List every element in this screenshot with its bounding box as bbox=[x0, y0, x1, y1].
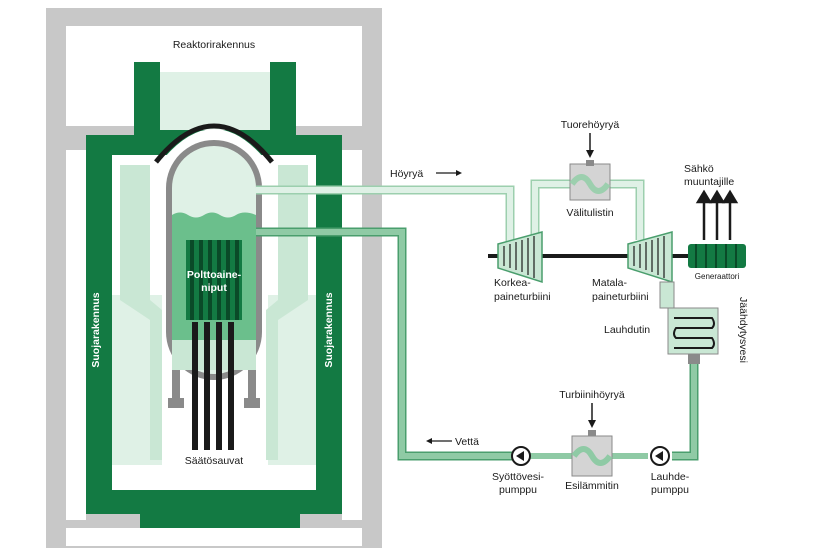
live-steam-arrow-icon bbox=[586, 133, 594, 158]
preheater bbox=[571, 430, 613, 477]
label-fuel-bundles-1: Polttoaine- bbox=[187, 269, 242, 281]
label-control-rods: Säätösauvat bbox=[185, 455, 243, 467]
label-lp-turbine-1: Matala- bbox=[592, 277, 628, 289]
label-hp-turbine-2: paineturbiini bbox=[494, 291, 551, 303]
water-arrow-icon bbox=[426, 438, 452, 444]
label-lp-turbine-2: paineturbiini bbox=[592, 291, 649, 303]
turbine-steam-arrow-icon bbox=[588, 403, 596, 428]
condenser bbox=[659, 281, 719, 364]
label-fuel-bundles-2: niput bbox=[201, 282, 227, 294]
label-feedwater-pump-1: Syöttövesi- bbox=[492, 471, 544, 483]
steam-arrow-icon bbox=[436, 170, 462, 176]
label-electricity-2: muuntajille bbox=[684, 176, 734, 188]
generator bbox=[688, 244, 746, 268]
label-live-steam: Tuorehöyryä bbox=[561, 119, 620, 131]
control-rods bbox=[192, 322, 234, 450]
reactor-vessel bbox=[154, 123, 274, 380]
label-condensate-pump-1: Lauhde- bbox=[651, 471, 690, 483]
label-cooling-water: Jäähdytysvesi bbox=[737, 297, 749, 363]
label-feedwater-pump-2: pumppu bbox=[499, 484, 537, 496]
feedwater-pump bbox=[511, 446, 531, 466]
label-condensate-pump-2: pumppu bbox=[651, 484, 689, 496]
reheater bbox=[569, 160, 611, 201]
label-hp-turbine-1: Korkea- bbox=[494, 277, 531, 289]
steam-pipe bbox=[256, 179, 645, 242]
label-preheater: Esilämmitin bbox=[565, 480, 619, 492]
label-generator: Generaattori bbox=[695, 272, 740, 281]
label-containment-right: Suojarakennus bbox=[323, 292, 335, 367]
condensate-pump bbox=[650, 446, 670, 466]
label-steam: Höyryä bbox=[390, 168, 423, 180]
label-condenser: Lauhdutin bbox=[604, 324, 650, 336]
label-reactor-building: Reaktorirakennus bbox=[173, 39, 255, 51]
water-pipe bbox=[256, 227, 699, 461]
hp-turbine bbox=[497, 231, 543, 284]
label-turbine-steam: Turbiinihöyryä bbox=[559, 389, 625, 401]
label-containment-left: Suojarakennus bbox=[90, 292, 102, 367]
lp-turbine bbox=[627, 231, 673, 284]
label-water: Vettä bbox=[455, 436, 479, 448]
electricity-arrows bbox=[695, 189, 739, 240]
recirculation-nozzles bbox=[168, 370, 260, 408]
label-reheater: Välitulistin bbox=[566, 207, 613, 219]
label-electricity-1: Sähkö bbox=[684, 163, 714, 175]
